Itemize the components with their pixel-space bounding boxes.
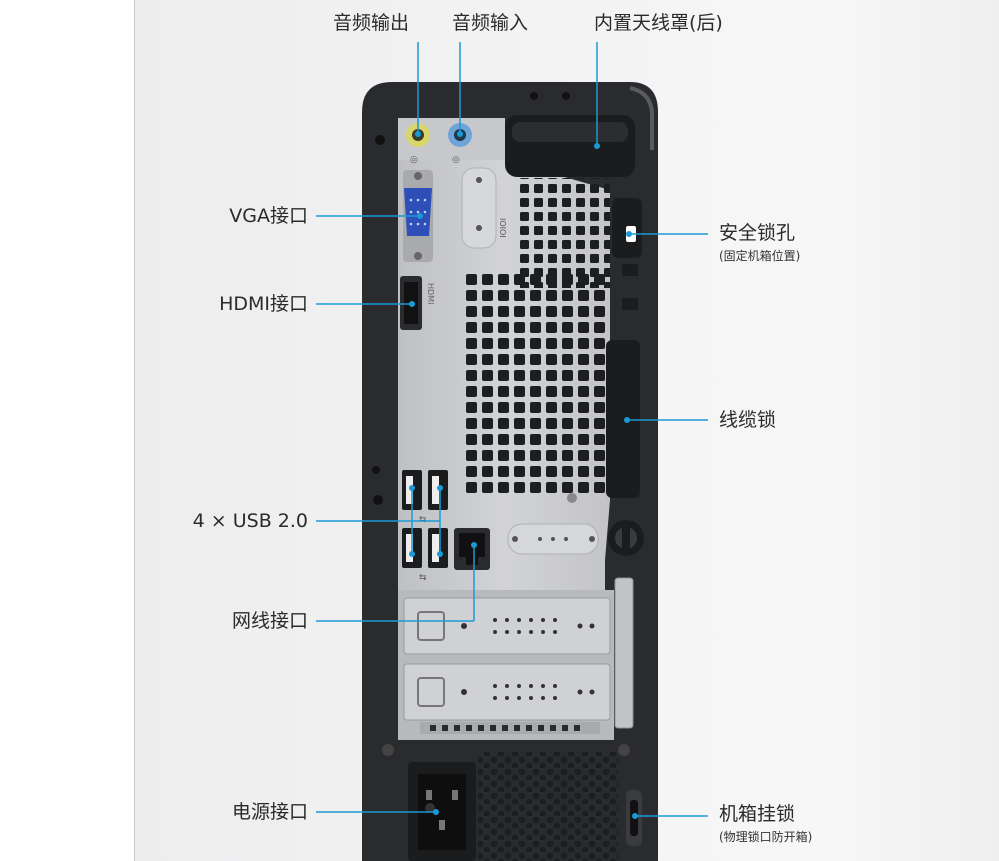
label-power: 电源接口	[231, 801, 308, 823]
label-hdmi: HDMI接口	[219, 293, 308, 315]
label-audio-out: 音频输出	[333, 12, 410, 34]
usb-icon: ⇆	[419, 515, 427, 525]
label-antenna: 内置天线罩(后)	[594, 12, 723, 34]
psu-section	[372, 740, 642, 861]
security-slot-title: 安全锁孔	[719, 222, 796, 244]
label-usb: 4 × USB 2.0	[192, 510, 308, 532]
antenna-cover	[505, 115, 635, 177]
label-security-slot: 安全锁孔 (固定机箱位置)	[719, 222, 800, 264]
upper-vent-grid	[518, 178, 610, 288]
audio-in-icon: ◎	[452, 155, 460, 165]
main-vent-grid	[462, 272, 610, 498]
serial-port-knockout: IOIOI	[461, 167, 507, 249]
chassis-lock-title: 机箱挂锁	[719, 803, 796, 825]
cable-lock-screw	[608, 520, 644, 556]
chassis-lock-note: (物理锁口防开箱)	[719, 830, 813, 844]
lower-serial-knockout	[507, 493, 599, 555]
label-vga: VGA接口	[229, 205, 308, 227]
label-audio-in: 音频输入	[452, 12, 529, 34]
security-slot-note: (固定机箱位置)	[719, 249, 801, 263]
svg-text:⇆: ⇆	[419, 573, 427, 583]
audio-out-icon: ◎	[410, 155, 418, 165]
ethernet-port	[454, 528, 490, 570]
security-lock-slot	[612, 198, 642, 310]
svg-text:HDMI: HDMI	[426, 283, 435, 304]
label-ethernet: 网线接口	[231, 610, 308, 632]
label-cable-lock: 线缆锁	[719, 409, 777, 431]
cable-lock-block	[606, 340, 640, 498]
leader-lines	[316, 42, 708, 817]
panel-divider	[134, 0, 135, 861]
label-chassis-lock: 机箱挂锁 (物理锁口防开箱)	[719, 803, 812, 845]
expansion-slots	[398, 577, 634, 740]
leader-dots	[409, 131, 638, 819]
serial-port-icon: IOIOI	[498, 218, 507, 238]
